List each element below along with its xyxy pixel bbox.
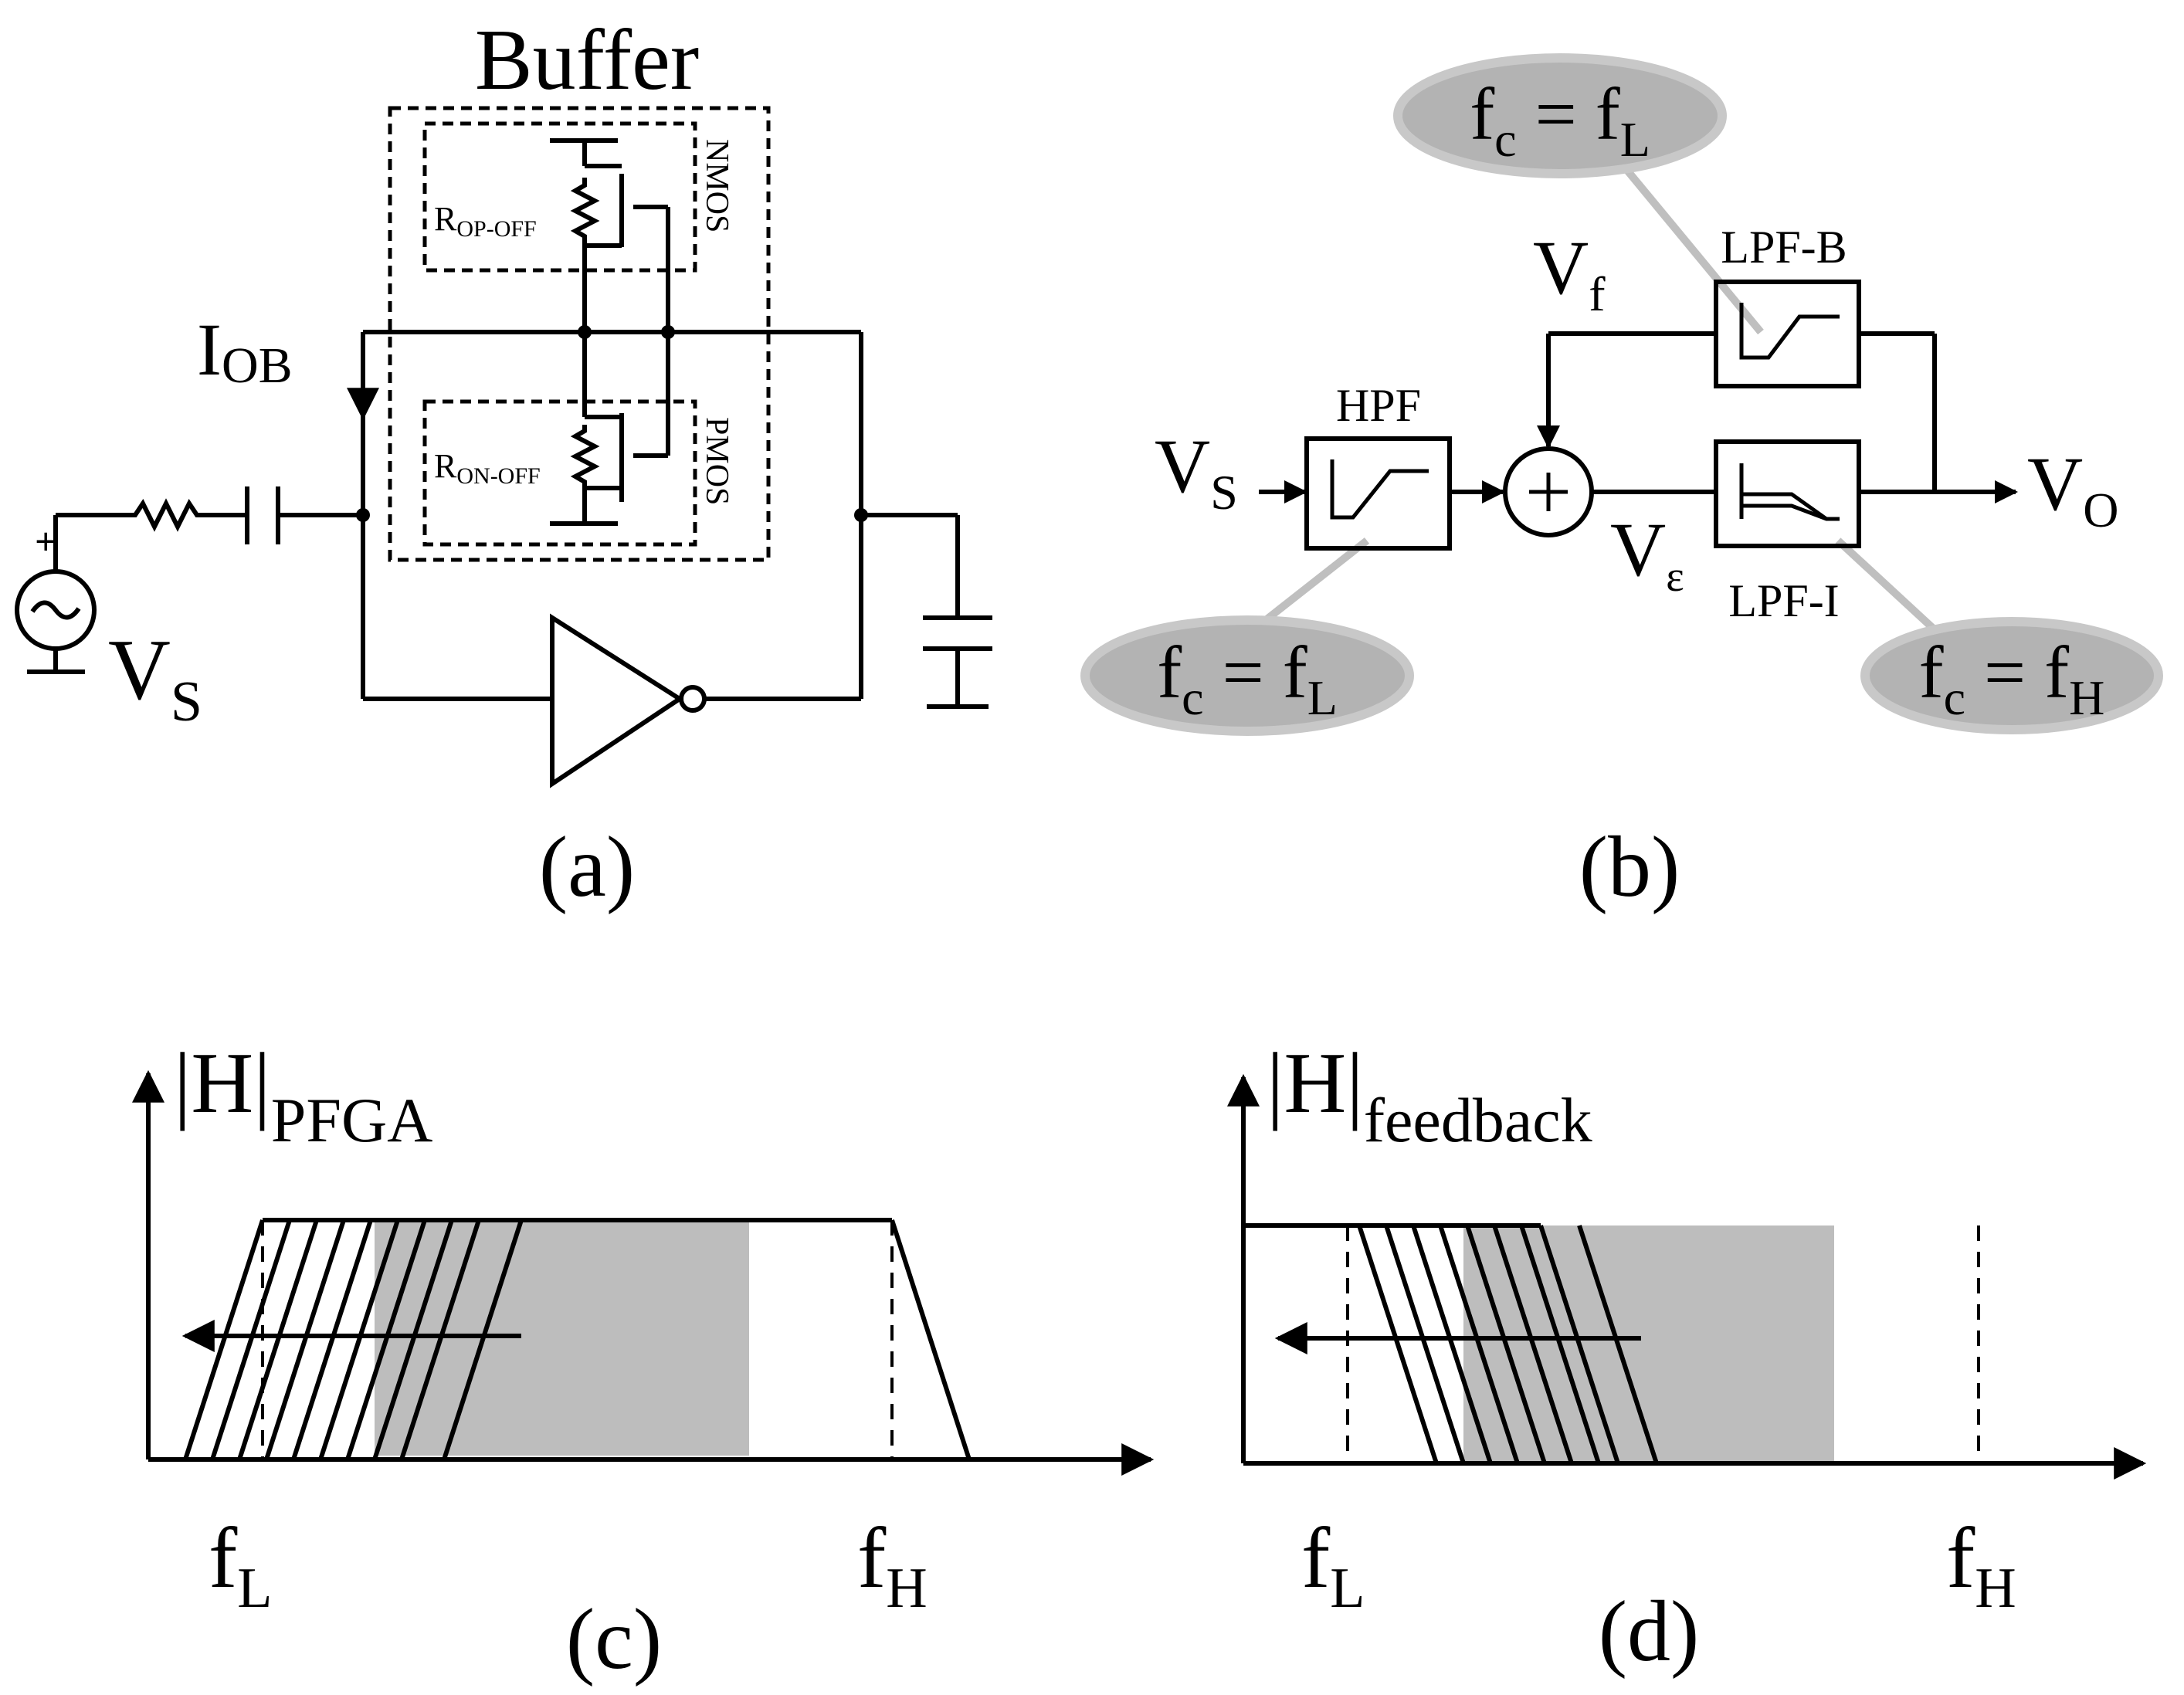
output-capacitor (861, 513, 992, 709)
ylabel-d-sub: feedback (1364, 1085, 1592, 1155)
panel-b-block-diagram: fc = fL fc = fL fc = fH HPF LPF-B LPF-I (1080, 53, 2163, 915)
current-sub: OB (222, 337, 293, 394)
input-source (15, 486, 363, 674)
high-cutoff-edge (890, 1219, 972, 1460)
pmos-box (422, 399, 697, 547)
lpfi-label: LPF-I (1728, 575, 1839, 626)
fl-label-c: f (209, 1510, 238, 1606)
svg-text:VO: VO (2027, 441, 2118, 537)
svg-text:fc = fH: fc = fH (1919, 631, 2105, 725)
shifting-cutoff-edges (1357, 1225, 1659, 1464)
r-top-label: R (434, 200, 457, 238)
nmos-transistor (550, 138, 670, 332)
fh-label-d: f (1946, 1510, 1975, 1606)
buffer-label: Buffer (475, 12, 699, 108)
panel-c-pfga-response: |H|PFGA fL fH (c) (132, 1036, 1155, 1687)
caption-d: (d) (1599, 1584, 1700, 1680)
fl-label-d: f (1301, 1510, 1331, 1606)
pmos-transistor (550, 332, 670, 526)
svg-text:Vf: Vf (1533, 225, 1606, 321)
fh-sub-d: H (1975, 1557, 2016, 1620)
hpf-block (1304, 436, 1452, 551)
vs-sub: S (1210, 465, 1238, 520)
svg-text:fL: fL (1301, 1510, 1365, 1620)
bubble-left (1080, 615, 1414, 736)
svg-text:IOB: IOB (197, 308, 293, 394)
panel-d-feedback-response: |H|feedback fL fH (d) (1227, 1036, 2147, 1680)
svg-text:VS: VS (1155, 423, 1238, 520)
svg-text:RON-OFF: RON-OFF (434, 447, 541, 489)
lpfb-label: LPF-B (1721, 222, 1847, 273)
svg-text:ROP-OFF: ROP-OFF (434, 200, 537, 242)
ylabel-d: |H| (1267, 1036, 1364, 1131)
svg-text:fH: fH (857, 1510, 928, 1620)
pmos-label: PMOS (699, 417, 734, 505)
svg-text:|H|feedback: |H|feedback (1267, 1036, 1592, 1155)
vo-label: V (2027, 441, 2083, 527)
shifting-low-cutoff-edges (183, 1219, 524, 1460)
svg-text:VS: VS (108, 622, 202, 734)
hpf-response-icon (1330, 459, 1429, 520)
caption-a: (a) (539, 819, 635, 915)
vf-label: V (1533, 225, 1589, 310)
fl-sub-d: L (1330, 1557, 1365, 1620)
bubble-top (1393, 53, 1727, 178)
current-label: I (197, 308, 222, 391)
svg-text:fL: fL (209, 1510, 273, 1620)
caption-b: (b) (1579, 819, 1680, 915)
ylabel-c-sub: PFGA (271, 1085, 433, 1155)
vs-label: V (1155, 423, 1210, 509)
ve-sub: ε (1666, 553, 1684, 601)
panel-a-circuit: Buffer NMOS PMOS ROP-OFF (15, 12, 992, 915)
inverter (363, 613, 861, 788)
svg-text:fc = fL: fc = fL (1470, 73, 1650, 167)
fh-label-c: f (857, 1510, 887, 1606)
vf-sub: f (1589, 266, 1606, 321)
nmos-box (422, 121, 697, 273)
fh-sub-c: H (886, 1557, 927, 1620)
plus-sign: + (35, 520, 57, 563)
ylabel-c: |H| (174, 1036, 271, 1131)
ve-label: V (1610, 507, 1666, 592)
r-bot-label: R (434, 447, 457, 485)
bubble-right (1860, 617, 2163, 734)
shaded-band (1463, 1225, 1834, 1461)
caption-c: (c) (566, 1592, 662, 1687)
source-sub: S (171, 670, 202, 734)
r-top-sub: OP-OFF (456, 216, 536, 242)
nmos-label: NMOS (699, 139, 734, 232)
svg-text:fc = fL: fc = fL (1157, 631, 1338, 725)
svg-text:Vε: Vε (1610, 507, 1684, 601)
lpfi-response-icon (1741, 492, 1828, 521)
svg-text:|H|PFGA: |H|PFGA (174, 1036, 432, 1155)
source-label: V (108, 622, 171, 718)
fl-sub-c: L (237, 1557, 272, 1620)
vo-sub: O (2083, 483, 2118, 537)
svg-text:fH: fH (1946, 1510, 2016, 1620)
hpf-label: HPF (1336, 380, 1421, 431)
r-bot-sub: ON-OFF (456, 463, 540, 489)
lpfb-response-icon (1739, 303, 1840, 360)
